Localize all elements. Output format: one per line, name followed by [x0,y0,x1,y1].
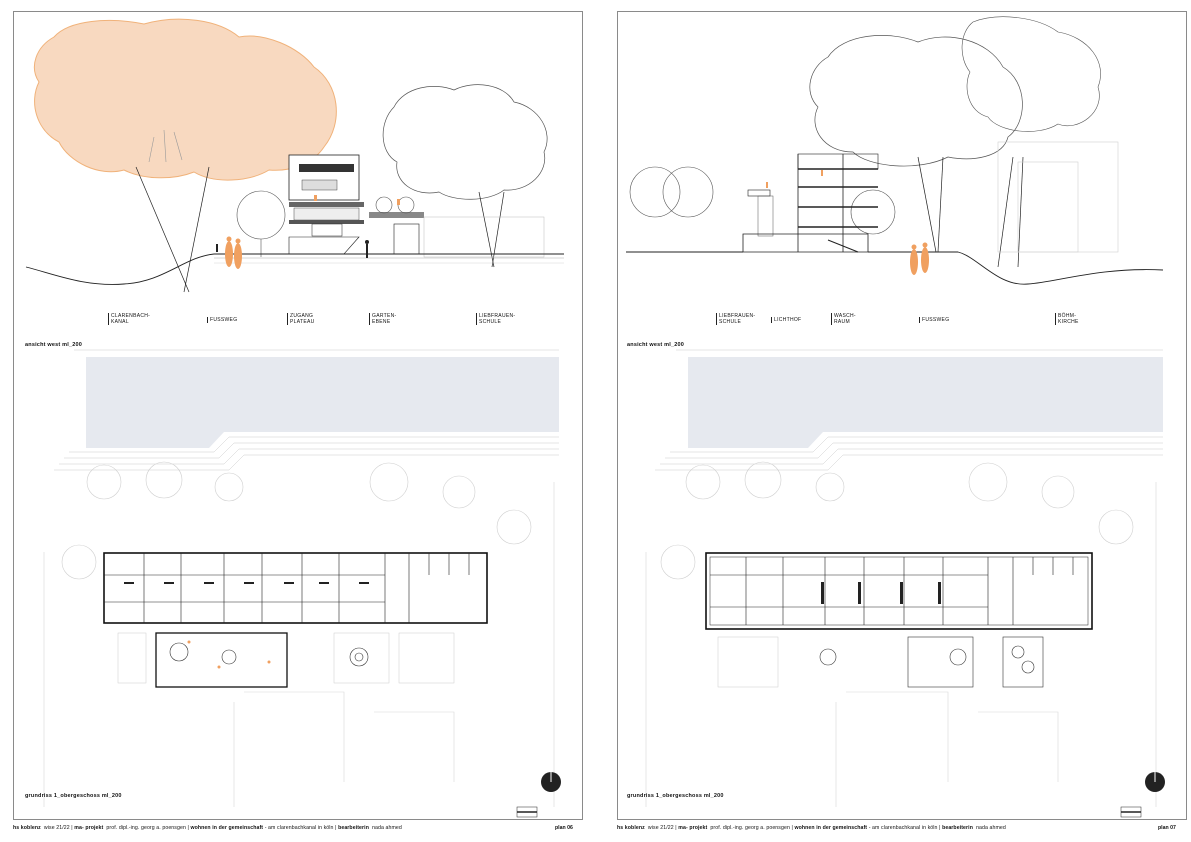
sheet-plan-06: CLARENBACH- KANAL FUSSWEG ZUGANG PLATEAU… [13,11,583,820]
tree-canopy-outline [382,84,548,200]
label-5: BÖHM- KIRCHE [1055,313,1079,325]
footer-school: hs koblenz [13,825,41,831]
footer-title: wohnen in der gemeinschaft [190,825,264,831]
label-3: WASCH- RAUM [831,313,856,325]
label-4: GARTEN- EBENE [369,313,397,325]
footer-semester: wise 21/22 [647,825,674,831]
label-1: CLARENBACH- KANAL [108,313,150,325]
plan-caption: grundriss 1_obergeschoss ml_200 [627,793,724,799]
footer-school: hs koblenz [617,825,645,831]
footer-project: ma- projekt [678,825,708,831]
label-4: FUSSWEG [919,317,949,323]
footer-author-label: bearbeiterin [338,825,369,831]
footer-professor: prof. dipl.-ing. georg a. poensgen [106,825,186,831]
section-caption: ansicht west ml_200 [627,342,684,348]
people-figures [225,195,400,269]
label-3: ZUGANG PLATEAU [287,313,315,325]
drawing-left [25,18,564,818]
plan-caption: grundriss 1_obergeschoss ml_200 [25,793,122,799]
label-2: FUSSWEG [207,317,237,323]
tree-canopy-orange [34,18,337,181]
footer-author: nada ahmed [976,825,1006,831]
sheet-plan-07: LIEBFRAUEN- SCHULE LICHTHOF WASCH- RAUM … [617,11,1187,820]
plan-number-right: plan 07 [1158,825,1176,831]
water-area [86,357,559,448]
drawing-right [626,16,1165,818]
footer-professor: prof. dipl.-ing. georg a. poensgen [710,825,790,831]
footer-author-label: bearbeiterin [942,825,973,831]
plan-number-left: plan 06 [555,825,573,831]
footer-subtitle: - am clarenbachkanal in köln [868,825,938,831]
footer-left: hs koblenz wise 21/22 | ma- projekt prof… [13,825,402,831]
footer-project: ma- projekt [74,825,104,831]
label-1: LIEBFRAUEN- SCHULE [716,313,755,325]
footer-subtitle: - am clarenbachkanal in köln [264,825,334,831]
label-5: LIEBFRAUEN- SCHULE [476,313,515,325]
footer-right: hs koblenz wise 21/22 | ma- projekt prof… [617,825,1006,831]
footer-title: wohnen in der gemeinschaft [794,825,868,831]
section-caption: ansicht west ml_200 [25,342,82,348]
footer-semester: wise 21/22 [43,825,70,831]
footer-author: nada ahmed [372,825,402,831]
label-2: LICHTHOF [771,317,801,323]
